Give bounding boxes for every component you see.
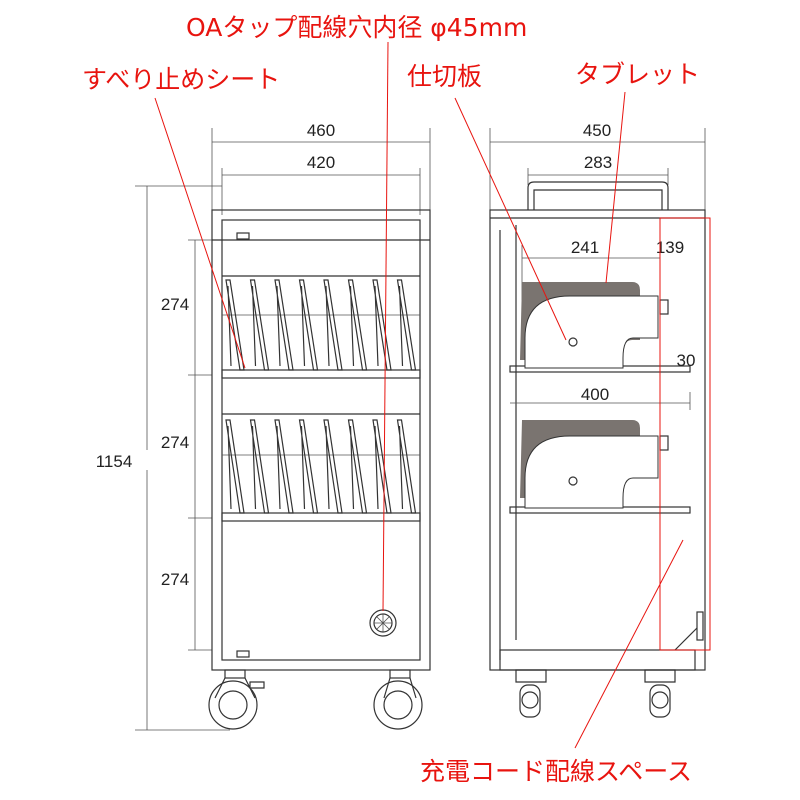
slot-divider [274, 279, 294, 371]
slot-divider [323, 419, 343, 514]
slot-divider [298, 419, 319, 514]
dim-shelf-1: 274 [161, 295, 189, 314]
tablet-lower [520, 420, 659, 509]
slot-divider [323, 279, 343, 371]
slot-divider [249, 279, 270, 371]
slot-divider [249, 419, 270, 514]
dim-front-outer-width: 460 [307, 121, 335, 140]
label-oa-tap: OAタップ配線穴内径 φ45mm [186, 13, 527, 42]
side-view: 450 283 241 139 30 400 [489, 121, 711, 718]
dim-gap: 30 [677, 351, 696, 370]
annotations: OAタップ配線穴内径 φ45mm すべり止めシート 仕切板 タブレット 充電コー… [82, 13, 700, 786]
slot-divider [274, 419, 294, 514]
label-divider: 仕切板 [407, 62, 482, 91]
label-tablet: タブレット [575, 60, 700, 89]
front-view: 460 420 1154 274 274 274 [96, 121, 431, 731]
dim-cord-space-depth: 139 [656, 238, 684, 257]
slot-divider [372, 279, 392, 371]
slot-divider [347, 279, 368, 371]
dim-shelf-2: 274 [161, 433, 189, 452]
slot-divider [225, 419, 245, 514]
slot-divider [396, 419, 417, 514]
dim-side-outer-width: 450 [583, 121, 611, 140]
label-non-slip: すべり止めシート [82, 65, 280, 94]
cord-space-outline [659, 217, 711, 651]
slot-divider [372, 419, 392, 514]
slot-divider [396, 279, 417, 371]
label-cord-space: 充電コード配線スペース [420, 757, 692, 786]
dim-total-height: 1154 [96, 452, 133, 471]
dim-tablet-depth: 241 [571, 238, 599, 257]
slot-divider [298, 279, 319, 371]
dim-handle-width: 283 [584, 153, 612, 172]
slot-divider [347, 419, 368, 514]
tablet-upper [520, 282, 659, 369]
dim-shelf-depth: 400 [581, 385, 609, 404]
dim-shelf-3: 274 [161, 570, 189, 589]
dim-front-inner-width: 420 [307, 153, 335, 172]
